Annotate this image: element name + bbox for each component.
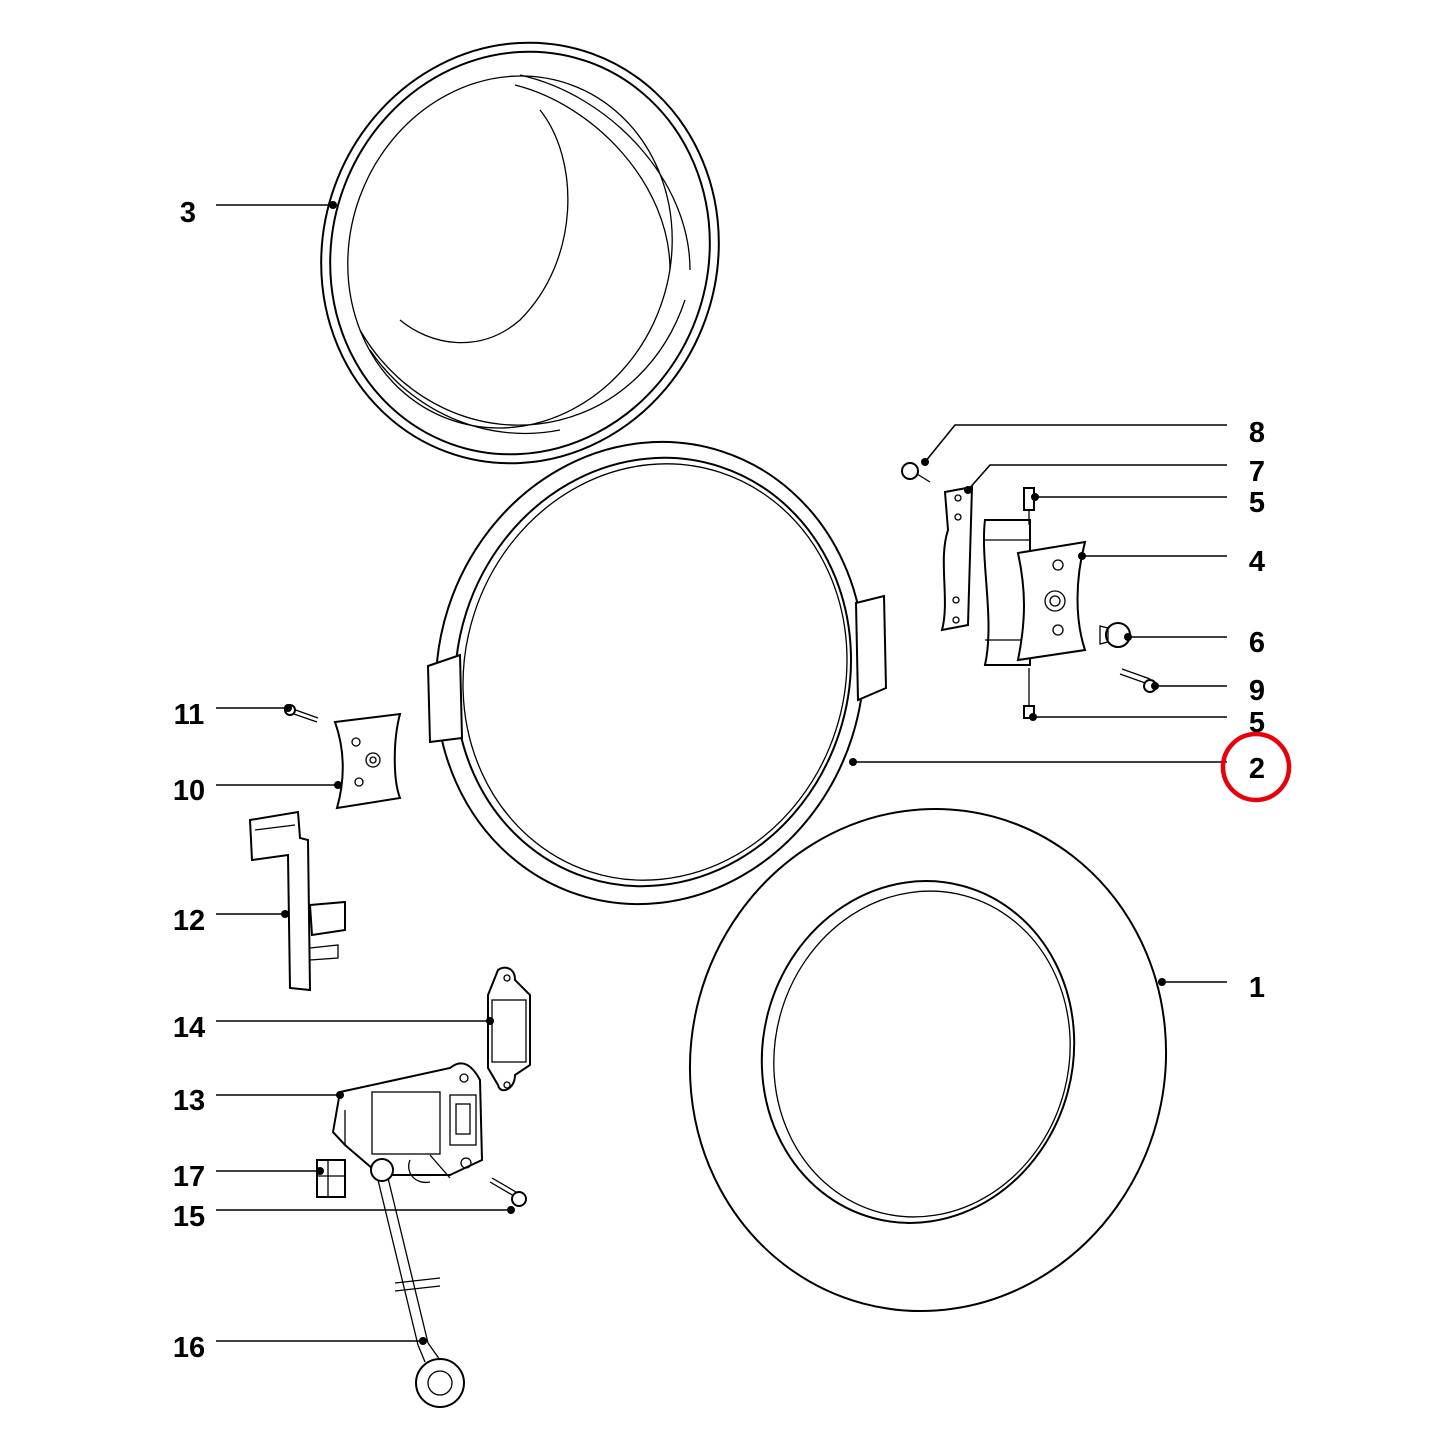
part-16-cable: [370, 1158, 465, 1408]
callout-6: 6: [1249, 627, 1265, 659]
part-10-hinge-plate: [284, 704, 402, 810]
callout-11: 11: [174, 699, 205, 731]
callout-16: 16: [173, 1332, 205, 1364]
callout-7: 7: [1249, 456, 1265, 488]
part-13-door-lock: [331, 1062, 484, 1184]
callout-5-top: 5: [1249, 487, 1265, 519]
callout-14: 14: [173, 1012, 205, 1044]
callout-labels: 3 8 7 5 4 6 9 5 2 1 11 10 12 14 13 17 15…: [173, 197, 1265, 1364]
callout-13: 13: [173, 1085, 205, 1117]
leader-lines: [216, 201, 1227, 1345]
callout-9: 9: [1249, 675, 1265, 707]
callout-3: 3: [180, 197, 196, 229]
part-2-door-glass-ring: [426, 440, 888, 906]
part-3-outer-door-frame: [320, 41, 720, 465]
part-12-lock-bracket: [248, 810, 346, 992]
callout-4: 4: [1249, 546, 1265, 578]
callout-8: 8: [1249, 417, 1265, 449]
callout-5-bottom: 5: [1249, 707, 1265, 739]
callout-17: 17: [173, 1161, 205, 1193]
highlight-circle: [1220, 731, 1292, 803]
callout-2: 2: [1249, 753, 1265, 785]
callout-15: 15: [173, 1201, 205, 1233]
callout-12: 12: [173, 905, 205, 937]
part-15-screw: [489, 1177, 527, 1207]
callout-10: 10: [173, 775, 205, 807]
part-1-inner-door-ring: [688, 807, 1168, 1313]
callout-1: 1: [1249, 972, 1265, 1004]
hinge-assembly: [901, 462, 1157, 719]
part-14-seal: [487, 966, 531, 1092]
part-17-connector: [316, 1159, 346, 1198]
